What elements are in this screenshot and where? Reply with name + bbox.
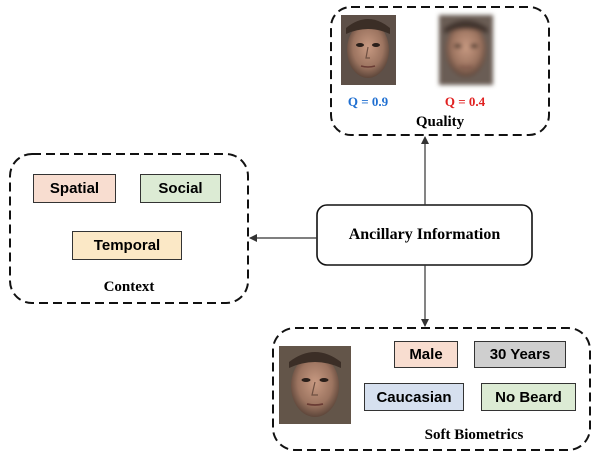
- quality-score-low: Q = 0.4: [444, 94, 486, 109]
- quality-title: Quality: [415, 114, 465, 130]
- context-group: [9, 153, 249, 304]
- quality-score-high: Q = 0.9: [347, 94, 389, 109]
- soft-biometrics-title: Soft Biometrics: [424, 427, 524, 443]
- soft-biometric-tag-beard: No Beard: [481, 383, 576, 411]
- sharp-face-image: [341, 15, 396, 85]
- subject-face-image: [279, 346, 351, 424]
- context-tag-spatial: Spatial: [33, 174, 116, 203]
- center-node-label: Ancillary Information: [348, 226, 501, 243]
- quality-group: [330, 6, 550, 136]
- soft-biometric-tag-male: Male: [394, 341, 458, 368]
- blurred-face-image: [439, 15, 493, 85]
- context-tag-social: Social: [140, 174, 221, 203]
- context-title: Context: [103, 279, 155, 295]
- soft-biometric-tag-ethnicity: Caucasian: [364, 383, 464, 411]
- context-tag-temporal: Temporal: [72, 231, 182, 260]
- soft-biometric-tag-age: 30 Years: [474, 341, 566, 368]
